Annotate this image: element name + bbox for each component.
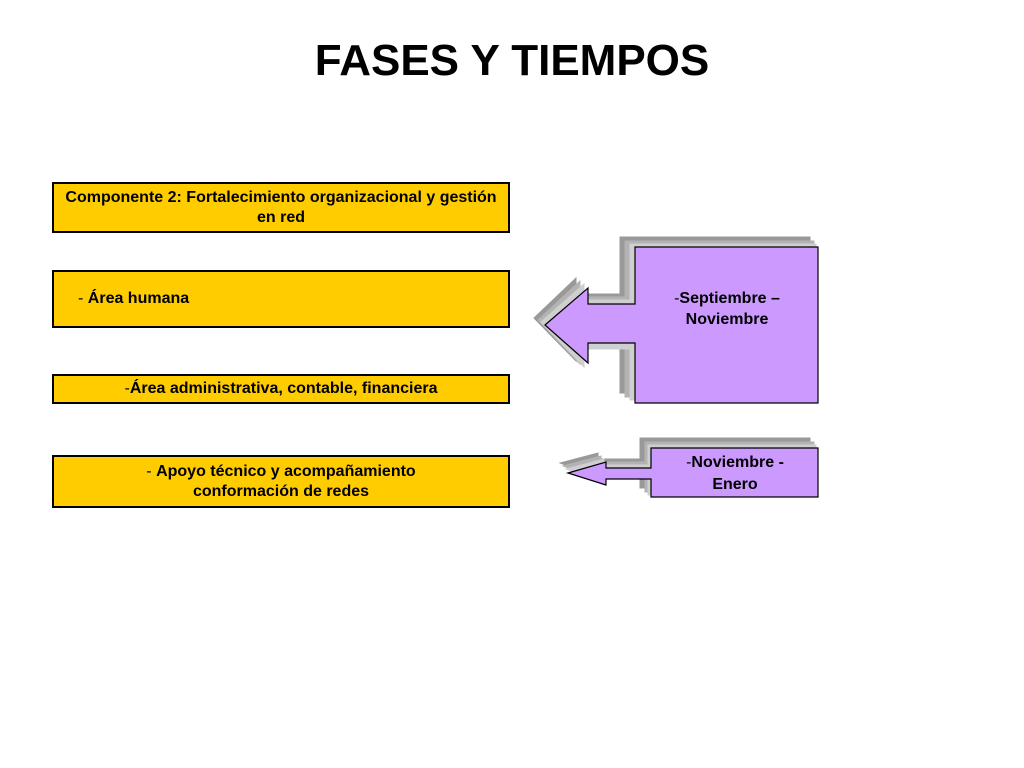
period-dash: - bbox=[686, 454, 692, 471]
component-dash: - bbox=[78, 290, 88, 307]
period-dash: - bbox=[674, 290, 680, 307]
component-box-apoyo-tecnico: - Apoyo técnico y acompañamiento conform… bbox=[52, 455, 510, 508]
callout-arrow-septiembre bbox=[544, 246, 819, 404]
component-box-area-humana: - Área humana bbox=[52, 270, 510, 328]
period-line-1: -Noviembre - bbox=[652, 452, 818, 474]
component-label-apoyo-tecnico: - Apoyo técnico y acompañamiento conform… bbox=[114, 462, 448, 502]
component-dash: - bbox=[124, 380, 130, 397]
period-text-1: Noviembre - bbox=[691, 454, 784, 471]
component-box-area-administrativa: - Área administrativa, contable, financi… bbox=[52, 374, 510, 404]
period-line-2: Noviembre bbox=[685, 311, 769, 328]
period-line-1: -Septiembre – bbox=[636, 288, 818, 309]
component-label-area-administrativa: Área administrativa, contable, financier… bbox=[129, 380, 438, 397]
component-text-apoyo-tecnico: Apoyo técnico y acompañamiento conformac… bbox=[156, 462, 416, 500]
period-label-noviembre: -Noviembre - Enero bbox=[652, 452, 818, 496]
component-box-organizacional: Componente 2: Fortalecimiento organizaci… bbox=[52, 182, 510, 233]
period-label-septiembre: -Septiembre – Noviembre bbox=[636, 288, 818, 330]
component-label-area-humana: Área humana bbox=[87, 290, 190, 307]
component-label-organizacional: Componente 2: Fortalecimiento organizaci… bbox=[65, 188, 497, 226]
page-title: FASES Y TIEMPOS bbox=[314, 36, 710, 85]
period-line-2: Enero bbox=[712, 476, 758, 493]
period-text-1: Septiembre – bbox=[679, 290, 780, 307]
component-dash: - bbox=[146, 462, 157, 480]
callout-arrow-noviembre bbox=[565, 447, 819, 498]
